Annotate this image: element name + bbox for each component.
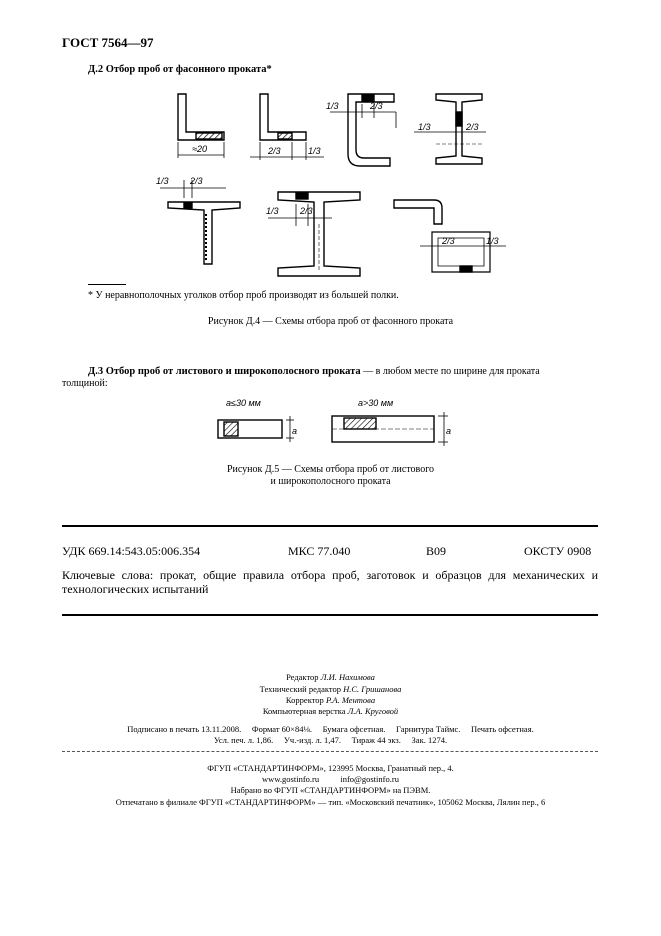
channel-profile-2: 2/3 1/3 bbox=[393, 199, 506, 273]
classification-top-rule bbox=[62, 525, 598, 527]
i-beam-profile-2: 1/3 2/3 bbox=[266, 191, 361, 277]
figure-d5-diagrams: a≤30 мм a a>30 мм a bbox=[217, 398, 451, 446]
figure-d5-caption-line1: Рисунок Д.5 — Схемы отбора проб от листо… bbox=[226, 464, 435, 475]
label-a-thin: a bbox=[292, 426, 297, 436]
dim-one-third-e: 1/3 bbox=[266, 206, 279, 216]
editor-label: Редактор bbox=[286, 672, 321, 682]
channel-profile: 1/3 2/3 bbox=[326, 93, 397, 167]
dim-one-third-d: 1/3 bbox=[156, 176, 169, 186]
footnote-rule bbox=[88, 284, 126, 285]
publisher-line2: www.gostinfo.ru info@gostinfo.ru bbox=[262, 774, 399, 784]
label-thick: a>30 мм bbox=[358, 398, 393, 408]
udk-code: УДК 669.14:543.05:006.354 bbox=[62, 544, 201, 558]
dim-two-thirds-c: 2/3 bbox=[465, 122, 479, 132]
group-code: В09 bbox=[426, 544, 447, 558]
dim-one-third-a: 1/3 bbox=[308, 146, 321, 156]
print-details-line2: Усл. печ. л. 1,86. Уч.-изд. л. 1,47. Тир… bbox=[213, 735, 448, 745]
angle-profile-1: ≈20 bbox=[177, 93, 225, 158]
i-beam-profile-1: 1/3 2/3 bbox=[414, 93, 486, 165]
corrector-name: Р.А. Ментова bbox=[325, 695, 376, 705]
imprint-layout: Компьютерная верстка Л.А. Круговой bbox=[0, 706, 661, 716]
publisher-line1: ФГУП «СТАНДАРТИНФОРМ», 123995 Москва, Гр… bbox=[207, 763, 454, 773]
section-d3-text-line2: толщиной: bbox=[62, 378, 108, 389]
keywords: Ключевые слова: прокат, общие правила от… bbox=[62, 568, 598, 596]
imprint-dashed-rule bbox=[62, 751, 598, 752]
tech-editor-name: Н.С. Гришанова bbox=[343, 684, 402, 694]
dim-approx-20: ≈20 bbox=[192, 144, 207, 154]
dim-two-thirds-e: 2/3 bbox=[299, 206, 313, 216]
print-details-line1: Подписано в печать 13.11.2008. Формат 60… bbox=[127, 724, 534, 734]
section-d3-text: — в любом месте по ширине для проката bbox=[360, 366, 540, 377]
figure-d4-diagrams: ≈20 2/3 1/3 1/3 2/3 1/3 2/3 bbox=[156, 93, 506, 277]
publisher-line3: Набрано во ФГУП «СТАНДАРТИНФОРМ» на ПЭВМ… bbox=[230, 785, 431, 795]
section-d3-paragraph: Д.3 Отбор проб от листового и широкополо… bbox=[88, 366, 598, 378]
layout-label: Компьютерная верстка bbox=[262, 706, 348, 716]
okstu-code: ОКСТУ 0908 bbox=[524, 544, 592, 558]
dim-two-thirds-f: 2/3 bbox=[441, 236, 455, 246]
dim-two-thirds-b: 2/3 bbox=[369, 101, 383, 111]
classification-bottom-rule bbox=[62, 614, 598, 616]
figure-d5-caption-line2: и широкополосного проката bbox=[270, 476, 391, 487]
page-header: ГОСТ 7564—97 bbox=[62, 35, 154, 50]
publisher-line4: Отпечатано в филиале ФГУП «СТАНДАРТИНФОР… bbox=[115, 797, 546, 807]
t-profile: 1/3 2/3 bbox=[156, 176, 241, 265]
imprint-editor: Редактор Л.И. Нахимова bbox=[0, 672, 661, 682]
tech-editor-label: Технический редактор bbox=[259, 684, 344, 694]
imprint-corrector: Корректор Р.А. Ментова bbox=[0, 695, 661, 705]
dim-two-thirds-d: 2/3 bbox=[189, 176, 203, 186]
imprint-tech-editor: Технический редактор Н.С. Гришанова bbox=[0, 684, 661, 694]
dim-two-thirds-a: 2/3 bbox=[267, 146, 281, 156]
footnote: * У неравнополочных уголков отбор проб п… bbox=[88, 290, 399, 301]
label-a-thick: a bbox=[446, 426, 451, 436]
sheet-thick: a>30 мм a bbox=[331, 398, 451, 446]
label-thin: a≤30 мм bbox=[226, 398, 261, 408]
dim-one-third-b: 1/3 bbox=[326, 101, 339, 111]
section-d2-title: Д.2 Отбор проб от фасонного проката* bbox=[88, 64, 272, 75]
dim-one-third-c: 1/3 bbox=[418, 122, 431, 132]
layout-name: Л.А. Круговой bbox=[347, 706, 399, 716]
mks-code: МКС 77.040 bbox=[288, 544, 351, 558]
angle-profile-2: 2/3 1/3 bbox=[250, 93, 324, 160]
corrector-label: Корректор bbox=[285, 695, 326, 705]
dim-one-third-f: 1/3 bbox=[486, 236, 499, 246]
editor-name: Л.И. Нахимова bbox=[320, 672, 375, 682]
figure-d4-caption: Рисунок Д.4 — Схемы отбора проб от фасон… bbox=[207, 316, 454, 327]
sheet-thin: a≤30 мм a bbox=[217, 398, 297, 442]
section-d3-title: Д.3 Отбор проб от листового и широкополо… bbox=[88, 366, 361, 377]
